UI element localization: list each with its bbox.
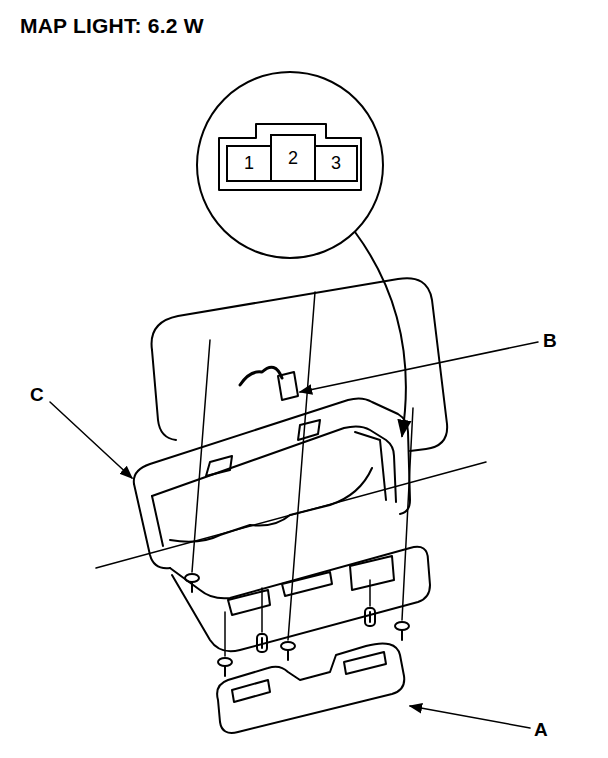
screw	[281, 642, 295, 660]
pin-number: 2	[288, 148, 298, 169]
lens	[217, 643, 404, 732]
part-letter: B	[543, 330, 557, 352]
detail-circle	[197, 72, 383, 258]
housing-frame	[134, 398, 410, 514]
connector-b	[278, 372, 298, 400]
part-letter: C	[30, 384, 44, 406]
connector-outline	[219, 124, 361, 190]
screw	[365, 608, 375, 626]
screw-line	[192, 340, 210, 572]
housing-inner-rim	[152, 426, 396, 502]
pin-cavity: 2	[270, 134, 316, 182]
leader-line	[410, 706, 530, 728]
housing-clip	[206, 456, 232, 476]
pin-cavity: 3	[314, 145, 358, 182]
screw	[185, 574, 199, 592]
screw-line	[288, 292, 315, 640]
housing-frame-left	[134, 484, 170, 568]
housing-inner-left	[152, 496, 163, 546]
switch-slot	[282, 572, 332, 596]
leader-line	[50, 402, 132, 478]
diagram-title: MAP LIGHT: 6.2 W	[20, 14, 204, 38]
screw	[395, 622, 409, 640]
pin-number: 1	[244, 153, 254, 174]
screw-line	[261, 588, 263, 632]
switch-slot	[228, 590, 270, 615]
wire-harness	[240, 367, 282, 385]
screw	[257, 634, 267, 652]
roof-panel	[152, 278, 448, 451]
screw-line	[224, 612, 226, 656]
pin-cavity: 1	[226, 145, 272, 182]
housing-lower-panel	[170, 547, 430, 651]
screw-line	[369, 580, 371, 606]
screw	[218, 658, 232, 676]
pin-number: 3	[331, 153, 341, 174]
lens-window	[344, 652, 386, 674]
part-letter: A	[534, 719, 548, 741]
leader-line	[300, 342, 538, 392]
lens-window	[232, 680, 270, 702]
housing-inner-side	[355, 432, 386, 500]
housing-clip	[298, 420, 320, 440]
roof-panel-edge	[152, 350, 176, 440]
switch-slot	[350, 556, 394, 590]
screw-line	[402, 408, 413, 620]
housing-inner-contour	[170, 468, 372, 542]
